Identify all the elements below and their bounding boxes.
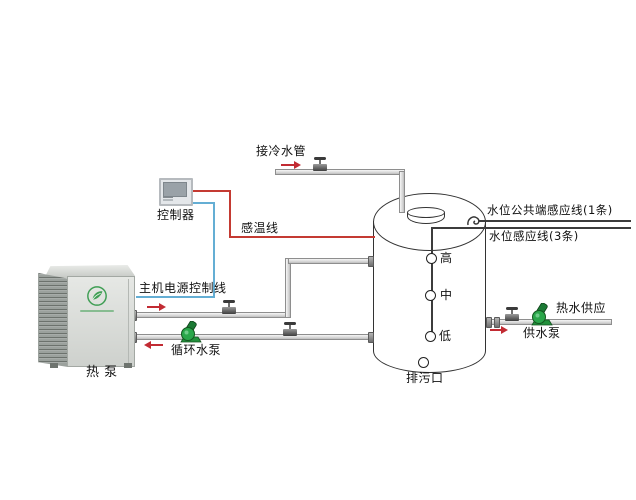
temp-wire-label: 感温线	[241, 221, 279, 235]
power-wire-segment	[136, 296, 215, 298]
valve-cold-inlet	[312, 157, 328, 171]
valve-return	[282, 322, 298, 336]
cold-water-pipe-horizontal	[275, 169, 405, 175]
power-wire-label: 主机电源控制线	[139, 281, 227, 295]
temp-wire-segment	[229, 236, 375, 238]
controller-buttons	[163, 197, 173, 202]
heatpump-outlet-pipe	[136, 312, 291, 318]
pipe-fitting	[368, 256, 374, 267]
flow-arrow-return-left-icon	[144, 341, 163, 349]
level-low-label: 低	[439, 329, 452, 343]
temp-wire-segment	[229, 190, 231, 238]
common-sensor-wire	[479, 220, 631, 222]
power-wire-segment	[213, 202, 215, 298]
heat-pump-front-panel	[67, 276, 135, 367]
drain-label: 排污口	[406, 371, 444, 385]
level-mid-label: 中	[440, 288, 453, 302]
pipe-fitting	[368, 332, 374, 343]
heat-pump-brand-mark	[80, 310, 114, 312]
level-sensor-low	[425, 331, 436, 342]
valve-heatpump-outlet	[221, 300, 237, 314]
hot-supply-label: 热水供应	[556, 301, 607, 315]
flow-arrow-supply-right-icon	[490, 326, 508, 334]
heat-pump-top	[43, 265, 135, 279]
controller-unit	[159, 178, 193, 206]
valve-hot-supply	[504, 307, 520, 321]
level-sensor-wire	[431, 227, 631, 229]
return-pipe	[136, 334, 374, 340]
wire-grommet-icon	[467, 216, 480, 226]
pipe-fitting	[486, 317, 492, 328]
level-sensor-high	[426, 253, 437, 264]
level-sensor-drop-wire	[431, 227, 433, 337]
heat-pump-logo-icon	[87, 286, 107, 306]
drain-port	[418, 357, 429, 368]
riser-pipe	[285, 258, 291, 318]
heat-pump-grille	[38, 272, 68, 367]
common-sensor-label: 水位公共端感应线(1条)	[487, 203, 613, 217]
cold-water-pipe-vertical	[399, 171, 405, 213]
flow-arrow-cold-right-icon	[281, 161, 301, 169]
circulation-pump-label: 循环水泵	[171, 343, 222, 357]
cold-inlet-label: 接冷水管	[256, 144, 307, 158]
supply-pump-label: 供水泵	[523, 326, 561, 340]
flow-arrow-outlet-right-icon	[147, 303, 166, 311]
circulation-pump-icon	[180, 321, 202, 343]
heat-pump-foot	[124, 363, 132, 368]
heat-pump-label: 热 泵	[86, 365, 118, 380]
tank-feed-pipe	[288, 258, 374, 264]
controller-screen	[163, 182, 187, 197]
pipe-fitting	[494, 317, 500, 328]
level-high-label: 高	[440, 251, 453, 265]
level-sensor-label: 水位感应线(3条)	[489, 229, 579, 243]
controller-label: 控制器	[157, 208, 195, 222]
tank-lid-top	[407, 207, 445, 218]
heat-pump-unit	[38, 264, 137, 368]
level-sensor-mid	[425, 290, 436, 301]
power-wire-segment	[193, 202, 215, 204]
heat-pump-foot	[50, 363, 58, 368]
temp-wire-segment	[193, 190, 231, 192]
supply-pump-icon	[531, 303, 553, 326]
